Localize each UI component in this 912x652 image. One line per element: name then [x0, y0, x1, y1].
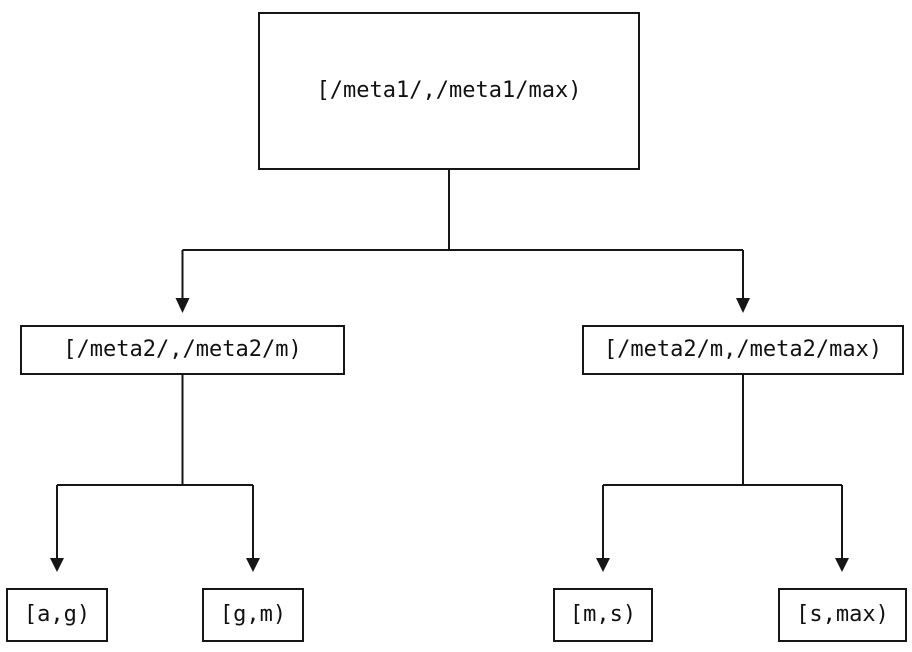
node-leaf-range-ag: [a,g)	[6, 588, 108, 642]
connector-root-children	[181, 170, 744, 299]
connector-meta2left-children	[56, 375, 254, 558]
arrowhead-down-icon	[596, 558, 610, 572]
node-meta2-right-range: [/meta2/m,/meta2/max)	[582, 325, 904, 375]
arrowhead-down-icon	[50, 558, 64, 572]
node-meta1-range: [/meta1/,/meta1/max)	[258, 12, 640, 170]
arrowhead-down-icon	[246, 558, 260, 572]
node-leaf-range-gm: [g,m)	[202, 588, 304, 642]
connector-meta2right-children	[602, 375, 843, 558]
arrowhead-down-icon	[175, 298, 190, 313]
node-leaf-range-ms: [m,s)	[553, 588, 653, 642]
arrowhead-down-icon	[736, 298, 750, 313]
node-leaf-range-smax: [s,max)	[778, 588, 907, 642]
node-meta2-left-range: [/meta2/,/meta2/m)	[20, 325, 345, 375]
arrowhead-down-icon	[835, 558, 849, 572]
